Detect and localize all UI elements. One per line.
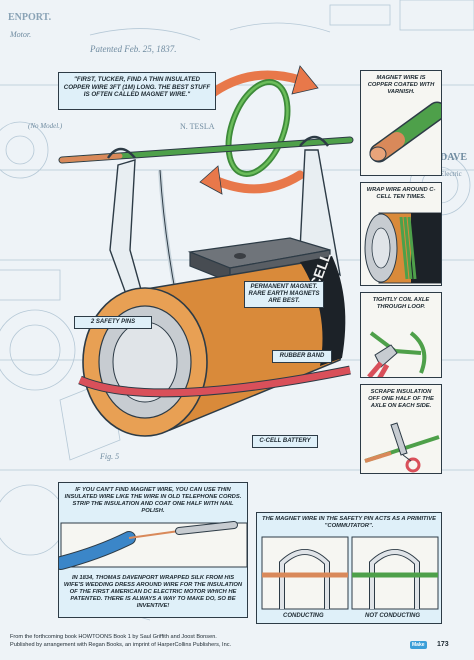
label-safety-pins: 2 safety pins: [74, 316, 152, 329]
sketch-patent-line: Patented Feb. 25, 1837.: [90, 44, 177, 54]
tip-bottom-text: In 1834, Thomas Davenport wrapped silk f…: [63, 575, 243, 609]
commutator-panel: The magnet wire in the safety pin acts a…: [256, 512, 442, 624]
step-text: Wrap wire around C-cell ten times.: [366, 187, 436, 200]
wire-strip-illustration: [59, 521, 247, 570]
footer-credits: From the forthcoming book HOWTOONS Book …: [10, 634, 370, 649]
commutator-title: The magnet wire in the safety pin acts a…: [262, 516, 436, 529]
make-logo: Make: [410, 641, 427, 649]
battery-wrap-illustration: [364, 212, 441, 284]
tip-panel: If you can't find magnet wire, you can u…: [58, 482, 248, 618]
sketch-fig-mark: Fig. 5: [100, 452, 120, 461]
footer-line-2: Published by arrangement with Regan Book…: [10, 641, 232, 648]
step-panel-scrape-insulation: Scrape insulation off one half of the ax…: [360, 384, 442, 474]
step-text: Magnet wire is copper coated with varnis…: [367, 75, 435, 95]
label-rubber-band: Rubber band: [272, 350, 332, 363]
coil-axle-illustration: [367, 331, 427, 377]
step-panel-wrap-wire: Wrap wire around C-cell ten times.: [360, 182, 442, 286]
wire-closeup: [369, 101, 441, 163]
page-number: 173: [437, 641, 449, 648]
label-conducting: Conducting: [283, 613, 324, 619]
step-panel-coil-axle: Tightly coil axle through loop.: [360, 292, 442, 378]
label-not-conducting: Not conducting: [365, 613, 420, 619]
scrape-illustration: [364, 422, 440, 473]
intro-caption: "First, Tucker, find a thin insulated co…: [58, 72, 216, 110]
label-magnet: Permanent magnet. Rare earth magnets are…: [244, 281, 324, 308]
sketch-dave-mark: DAVE: [440, 152, 468, 163]
step-text: Scrape insulation off one half of the ax…: [368, 389, 434, 409]
sketch-model-note: (No Model.): [28, 122, 63, 130]
sketch-header: ENPORT.: [8, 12, 52, 23]
sketch-electric-mark: Electric: [440, 170, 462, 178]
tip-top-text: If you can't find magnet wire, you can u…: [64, 487, 242, 514]
label-battery: C-cell battery: [252, 435, 318, 448]
sketch-sub: Motor.: [10, 30, 32, 39]
commutator-illustration: [261, 536, 439, 610]
sketch-name-mark: N. TESLA: [180, 122, 215, 131]
step-panel-magnet-wire: Magnet wire is copper coated with varnis…: [360, 70, 442, 176]
footer-line-1: From the forthcoming book HOWTOONS Book …: [10, 634, 217, 640]
step-text: Tightly coil axle through loop.: [372, 297, 430, 310]
